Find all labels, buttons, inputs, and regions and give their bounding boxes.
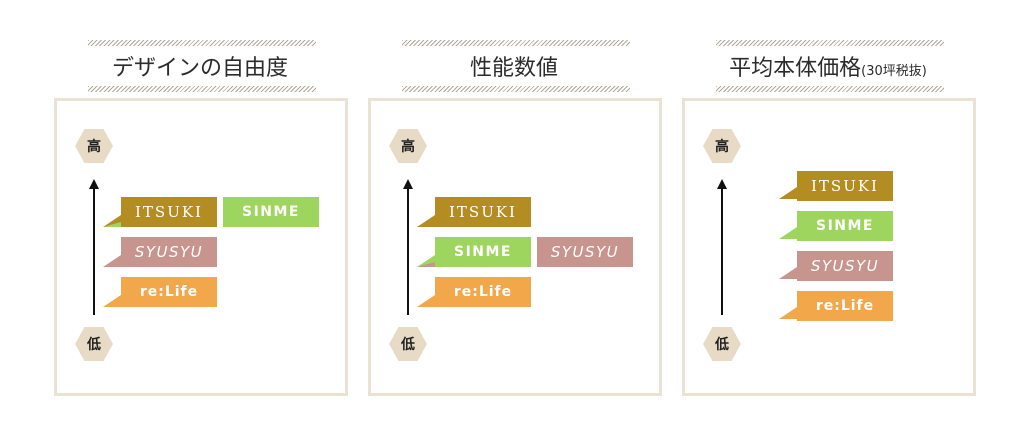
rank-marker <box>779 307 797 319</box>
tag-sinme: SINME <box>223 197 319 227</box>
panel-title: 性能数値 <box>469 56 558 81</box>
rank-marker <box>417 295 435 307</box>
panel-title-suffix: (30坪税抜) <box>861 64 927 79</box>
rank-marker <box>779 267 797 279</box>
rank-marker <box>417 262 435 267</box>
hatch-divider <box>402 86 630 92</box>
panel-header: 平均本体価格(30坪税抜) <box>680 40 976 96</box>
panel-title: デザインの自由度 <box>111 56 288 81</box>
rank-marker <box>103 295 121 307</box>
ranking-box: 高 ITSUKI SINME SYUSYU re:Life 低 <box>368 98 662 396</box>
rank-marker <box>779 187 797 199</box>
high-label-hexagon: 高 <box>75 129 113 163</box>
tag-sinme: SINME <box>435 237 531 267</box>
panel-header: デザインの自由度 <box>52 40 348 96</box>
tag-syusyu: SYUSYU <box>797 251 893 281</box>
ranking-box: 高 ITSUKI SINME SYUSYU re:Life 低 <box>54 98 348 396</box>
tag-sinme: SINME <box>797 211 893 241</box>
tag-syusyu: SYUSYU <box>121 237 217 267</box>
tag-syusyu: SYUSYU <box>537 237 633 267</box>
low-label-hexagon: 低 <box>703 327 741 361</box>
high-label-hexagon: 高 <box>389 129 427 163</box>
hatch-divider <box>88 40 316 46</box>
rank-marker <box>417 215 435 227</box>
axis-line <box>721 187 723 315</box>
axis-line <box>93 187 95 315</box>
hatch-divider <box>88 86 316 92</box>
tag-itsuki: ITSUKI <box>797 171 893 201</box>
rank-marker <box>779 227 797 239</box>
rank-marker <box>103 255 121 267</box>
low-label-hexagon: 低 <box>389 327 427 361</box>
hatch-divider <box>402 40 630 46</box>
low-label-hexagon: 低 <box>75 327 113 361</box>
ranking-box: 高 ITSUKI SINME SYUSYU re:Life 低 <box>682 98 976 396</box>
panel-title-main: 平均本体価格 <box>729 56 862 81</box>
rank-marker <box>103 222 121 227</box>
axis-line <box>407 187 409 315</box>
panel-performance: 性能数値 高 ITSUKI SINME SYUSYU re:Life 低 <box>366 40 662 400</box>
high-label-hexagon: 高 <box>703 129 741 163</box>
axis-arrow-head <box>403 179 413 189</box>
hatch-divider <box>716 40 944 46</box>
tag-relife: re:Life <box>435 277 531 307</box>
tag-relife: re:Life <box>121 277 217 307</box>
axis-arrow-head <box>717 179 727 189</box>
panel-title: 平均本体価格(30坪税抜) <box>680 54 976 84</box>
panel-design-freedom: デザインの自由度 高 ITSUKI SINME SYUSYU re:Life 低 <box>52 40 348 400</box>
tag-relife: re:Life <box>797 291 893 321</box>
tag-itsuki: ITSUKI <box>121 197 217 227</box>
panel-average-price: 平均本体価格(30坪税抜) 高 ITSUKI SINME SYUSYU re:L… <box>680 40 976 400</box>
panel-header: 性能数値 <box>366 40 662 96</box>
axis-arrow-head <box>89 179 99 189</box>
hatch-divider <box>716 86 944 92</box>
tag-itsuki: ITSUKI <box>435 197 531 227</box>
